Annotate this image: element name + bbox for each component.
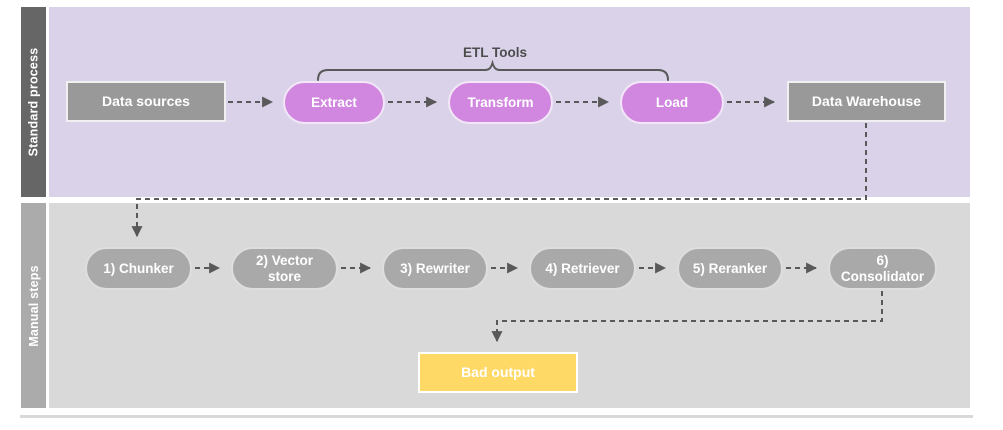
lane-label-standard-process: Standard process xyxy=(21,7,46,197)
node-retriever: 4) Retriever xyxy=(529,247,636,290)
node-reranker: 5) Reranker xyxy=(677,247,783,290)
lane-label-manual-steps: Manual steps xyxy=(21,203,46,408)
node-label: 1) Chunker xyxy=(103,260,174,276)
node-label: 3) Rewriter xyxy=(400,260,470,276)
node-label: Bad output xyxy=(461,364,535,381)
node-extract: Extract xyxy=(283,81,385,124)
node-data-warehouse: Data Warehouse xyxy=(787,81,946,122)
node-label: Data sources xyxy=(102,93,190,110)
page-divider xyxy=(20,415,973,418)
node-transform: Transform xyxy=(448,81,553,124)
node-label: Extract xyxy=(311,94,357,110)
node-label: Transform xyxy=(467,94,534,110)
lane-label-text: Standard process xyxy=(26,47,41,157)
node-bad-output: Bad output xyxy=(418,352,578,393)
lane-label-text: Manual steps xyxy=(26,264,41,347)
node-label: 6) Consolidator xyxy=(840,252,925,284)
node-label: 4) Retriever xyxy=(545,260,620,276)
node-label: 5) Reranker xyxy=(692,260,768,276)
node-label: Load xyxy=(655,94,689,110)
node-data-sources: Data sources xyxy=(66,81,226,122)
node-chunker: 1) Chunker xyxy=(85,247,192,290)
node-rewriter: 3) Rewriter xyxy=(382,247,488,290)
node-consolidator: 6) Consolidator xyxy=(828,247,937,290)
node-label: 2) Vector store xyxy=(255,252,314,284)
node-vector-store: 2) Vector store xyxy=(231,247,338,290)
etl-tools-caption: ETL Tools xyxy=(463,45,527,60)
node-label: Data Warehouse xyxy=(811,93,922,110)
node-load: Load xyxy=(620,81,724,124)
